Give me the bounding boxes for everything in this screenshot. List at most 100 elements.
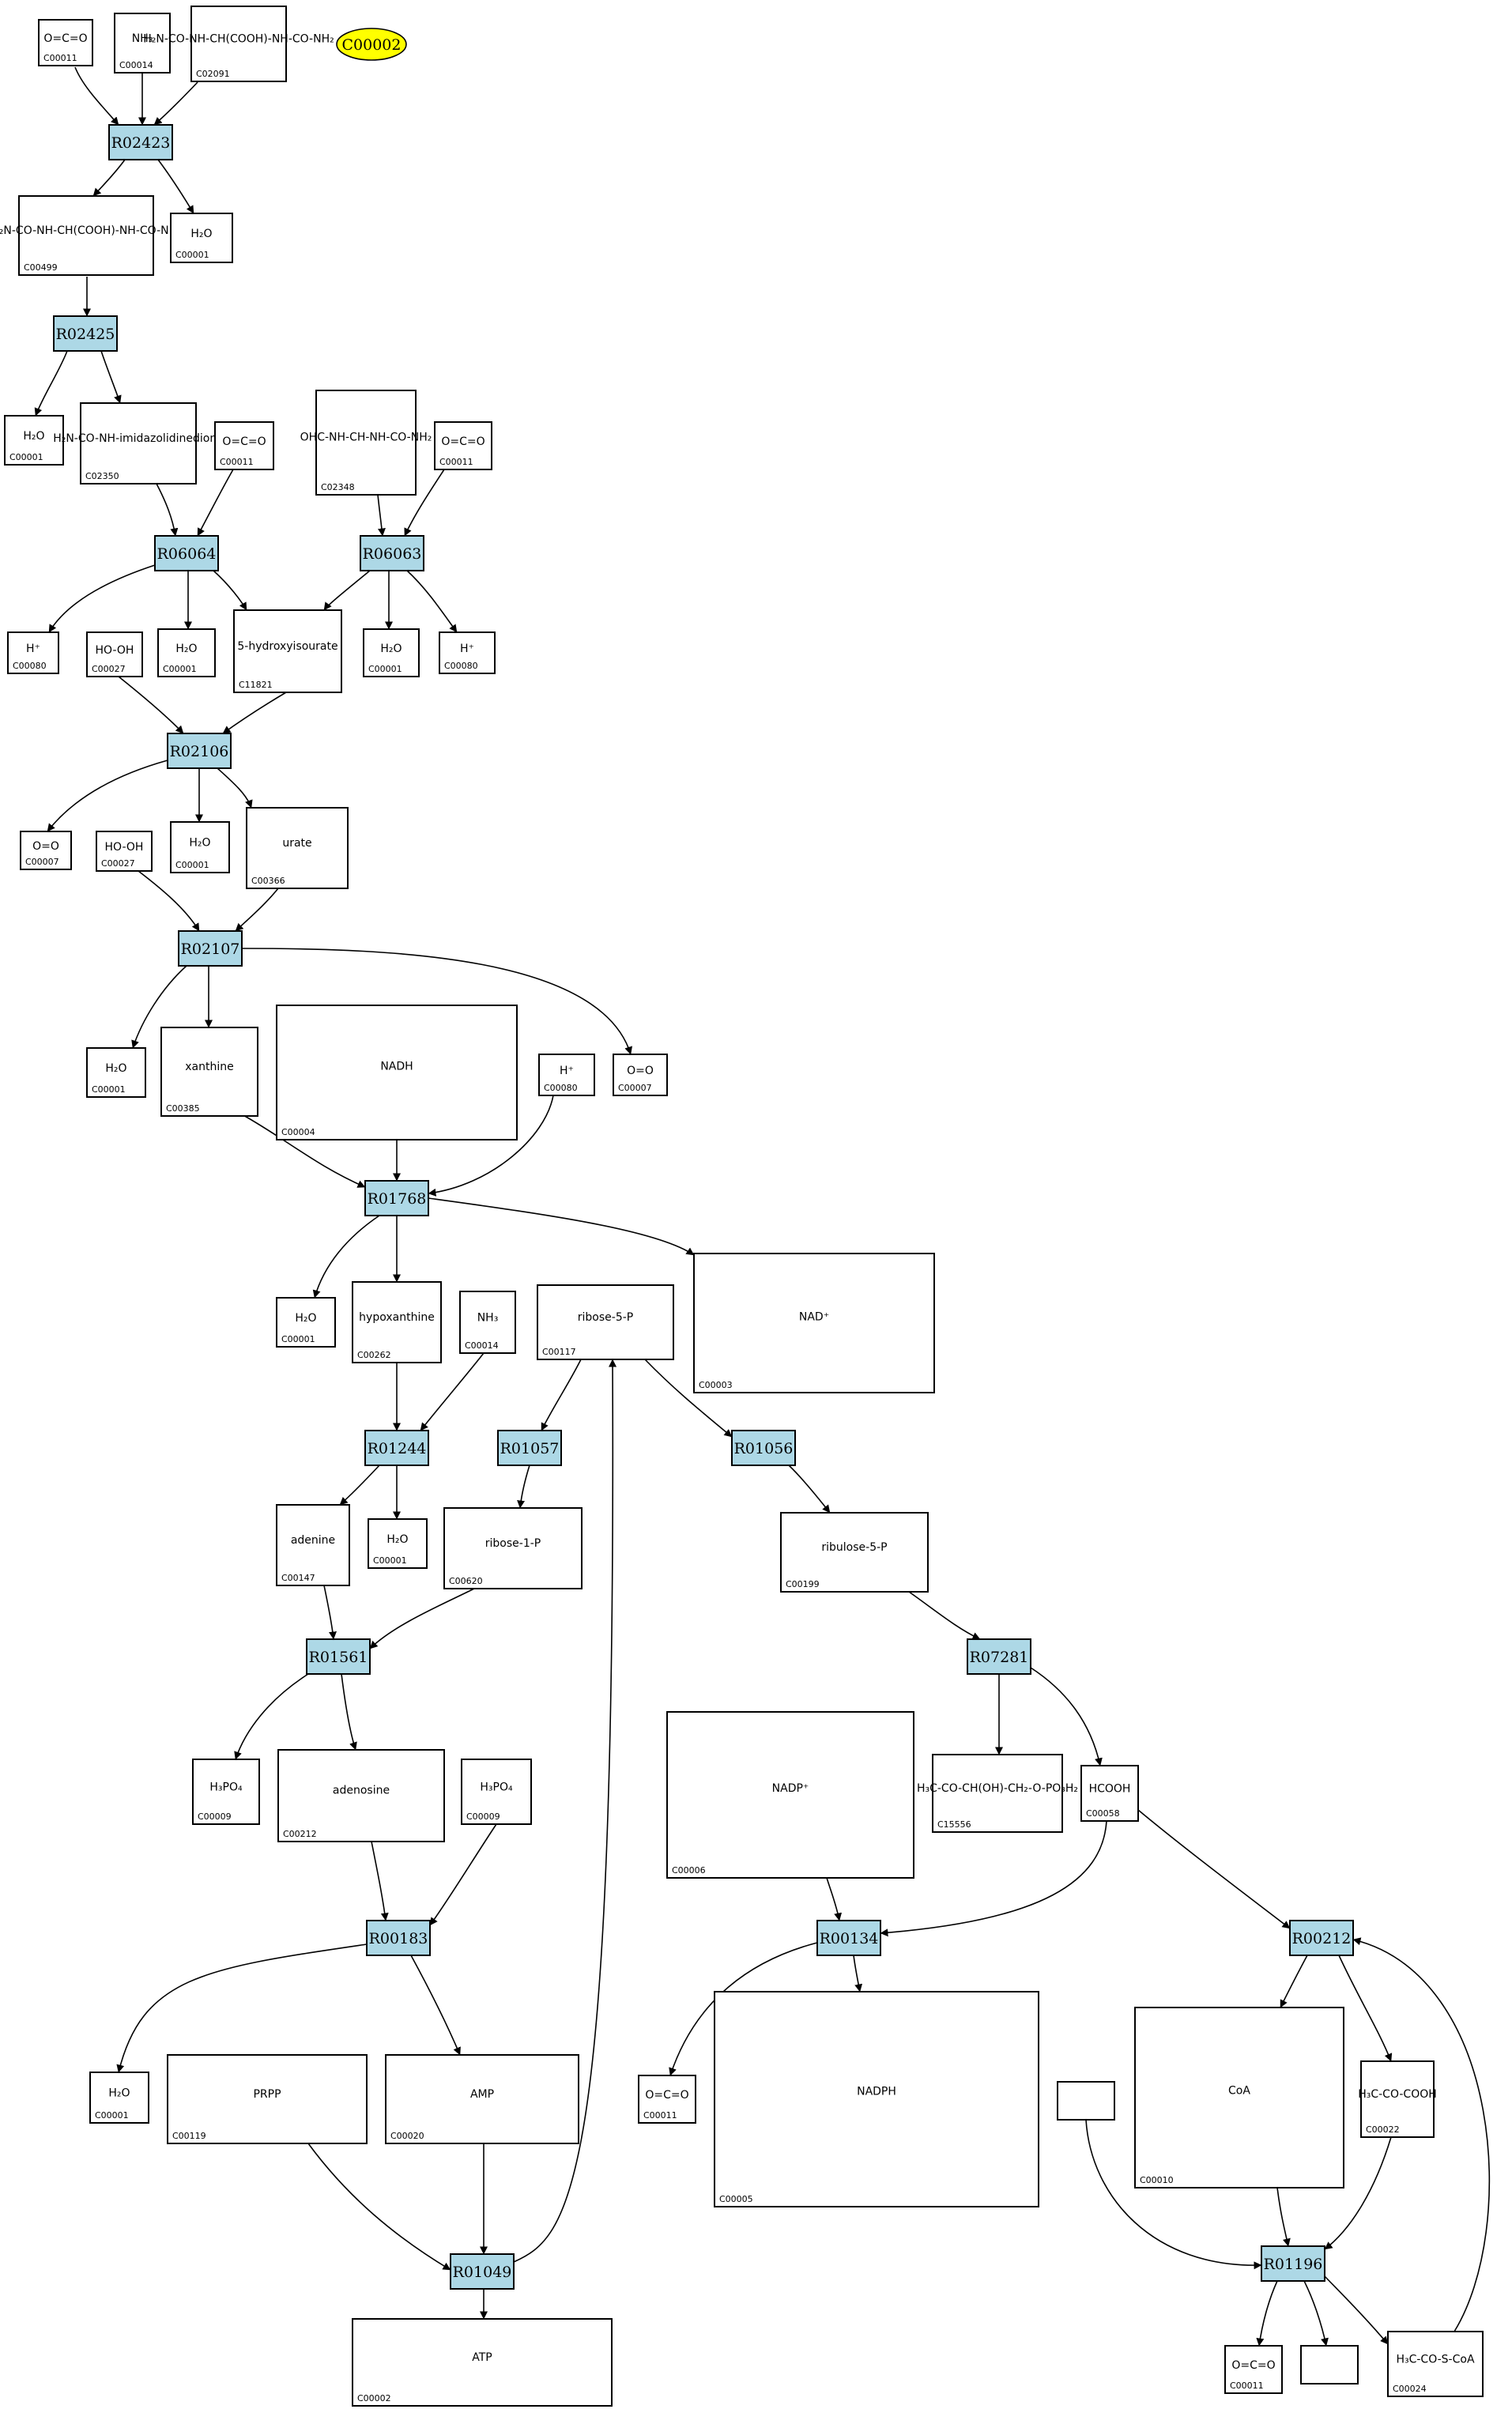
compound-node-c00080[interactable]: H⁺C00080 <box>439 631 496 674</box>
reaction-node-r07281[interactable]: R07281 <box>967 1638 1031 1675</box>
reaction-label: R02423 <box>111 134 171 152</box>
compound-structure-label: H₂N-CO-NH-imidazolidinedione <box>53 432 224 445</box>
edge-arrow <box>669 1942 818 2076</box>
reaction-node-r02107[interactable]: R02107 <box>178 930 243 967</box>
compound-node-c00003[interactable]: NAD⁺C00003 <box>693 1253 935 1393</box>
reaction-label: R02107 <box>181 941 240 958</box>
reaction-node-r02106[interactable]: R02106 <box>167 733 232 769</box>
reaction-node-r06064[interactable]: R06064 <box>154 535 219 571</box>
compound-node-blank[interactable] <box>1300 2345 1359 2384</box>
compound-box <box>1134 2007 1344 2188</box>
edge-arrow <box>429 1823 497 1926</box>
edge-arrow <box>217 767 253 809</box>
edge-arrow <box>1280 1955 1308 2008</box>
reaction-node-r01056[interactable]: R01056 <box>731 1430 796 1466</box>
compound-id-label: C00027 <box>101 858 135 869</box>
compound-box <box>693 1253 935 1393</box>
compound-node-c00006[interactable]: NADP⁺C00006 <box>666 1711 914 1879</box>
compound-box <box>352 1281 442 1363</box>
edge-arrow <box>235 888 279 932</box>
compound-structure-label: H₂N-CO-NH-CH(COOH)-NH-CO-NH₂ <box>0 224 182 237</box>
reaction-node-r02425[interactable]: R02425 <box>53 315 118 352</box>
reaction-node-r00134[interactable]: R00134 <box>816 1920 881 1956</box>
compound-id-label: C15556 <box>937 1819 971 1830</box>
compound-structure-label: ATP <box>472 2351 492 2364</box>
reaction-box <box>450 2253 515 2290</box>
reaction-node-r01049[interactable]: R01049 <box>450 2253 515 2290</box>
compound-node-blank[interactable] <box>1057 2081 1115 2121</box>
compound-structure-label: H₂O <box>189 837 210 850</box>
highlighted-compound-c00002[interactable]: C00002 <box>336 28 407 61</box>
compound-id-label: C00009 <box>466 1811 500 1822</box>
reaction-label: R01196 <box>1264 2256 1323 2273</box>
compound-box <box>538 1054 595 1096</box>
reaction-node-r01196[interactable]: R01196 <box>1261 2245 1325 2282</box>
compound-box <box>89 2072 149 2124</box>
compound-id-label: C00119 <box>172 2131 206 2141</box>
compound-id-label: C00001 <box>368 664 402 674</box>
edge-arrow <box>369 1588 475 1649</box>
reaction-node-r00183[interactable]: R00183 <box>366 1920 431 1956</box>
edge-arrow <box>241 1114 366 1188</box>
compound-node-c00080[interactable]: H⁺C00080 <box>7 631 59 674</box>
reaction-node-r01057[interactable]: R01057 <box>497 1430 562 1466</box>
compound-node-c00080[interactable]: H⁺C00080 <box>538 1054 595 1096</box>
compound-box <box>38 19 93 66</box>
reaction-node-r01561[interactable]: R01561 <box>306 1638 371 1675</box>
compound-structure-label: O=O <box>32 840 59 853</box>
reaction-node-r00212[interactable]: R00212 <box>1289 1920 1354 1956</box>
reaction-node-r01244[interactable]: R01244 <box>364 1430 429 1466</box>
reaction-node-r01768[interactable]: R01768 <box>364 1180 429 1216</box>
compound-structure-label: adenosine <box>333 1785 390 1797</box>
reaction-node-r02423[interactable]: R02423 <box>108 124 173 160</box>
compound-structure-label: ribose-5-P <box>578 1311 633 1324</box>
reaction-node-r06063[interactable]: R06063 <box>360 535 424 571</box>
